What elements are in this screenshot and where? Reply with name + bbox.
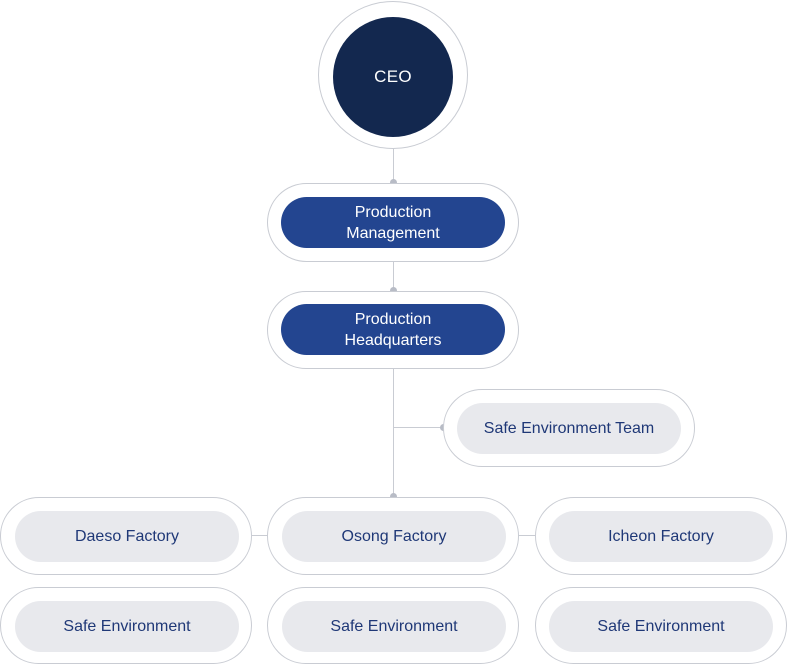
connector-management-to-hq xyxy=(393,262,394,292)
icheon-safe-environment-label: Safe Environment xyxy=(597,618,725,635)
connector-daeso-osong xyxy=(252,535,268,536)
connector-dot xyxy=(390,493,397,500)
ceo-node: CEO xyxy=(333,17,453,137)
icheon-factory-label: Icheon Factory xyxy=(608,528,714,545)
icheon-safe-environment-node: Safe Environment xyxy=(549,601,773,652)
osong-factory-label: Osong Factory xyxy=(341,528,447,545)
safe-environment-team-label: Safe Environment Team xyxy=(483,420,655,437)
production-headquarters-label-line1: Production xyxy=(354,310,432,328)
daeso-factory-label: Daeso Factory xyxy=(74,528,180,545)
connector-dot xyxy=(390,179,397,186)
connector-osong-icheon xyxy=(519,535,535,536)
daeso-factory-node: Daeso Factory xyxy=(15,511,239,562)
connector-ceo-to-management xyxy=(393,148,394,184)
production-headquarters-label-line2: Headquarters xyxy=(344,331,442,349)
connector-hq-to-factories xyxy=(393,369,394,497)
production-management-label-line2: Management xyxy=(346,224,440,242)
connector-to-safe-team xyxy=(393,427,444,428)
production-management-node: Production Management xyxy=(281,197,505,248)
daeso-safe-environment-node: Safe Environment xyxy=(15,601,239,652)
icheon-factory-node: Icheon Factory xyxy=(549,511,773,562)
osong-factory-node: Osong Factory xyxy=(282,511,506,562)
production-headquarters-node: Production Headquarters xyxy=(281,304,505,355)
osong-safe-environment-label: Safe Environment xyxy=(330,618,458,635)
daeso-safe-environment-label: Safe Environment xyxy=(63,618,191,635)
ceo-label: CEO xyxy=(374,67,412,86)
connector-dot xyxy=(390,287,397,294)
production-management-label-line1: Production xyxy=(354,203,432,221)
osong-safe-environment-node: Safe Environment xyxy=(282,601,506,652)
safe-environment-team-node: Safe Environment Team xyxy=(457,403,681,454)
